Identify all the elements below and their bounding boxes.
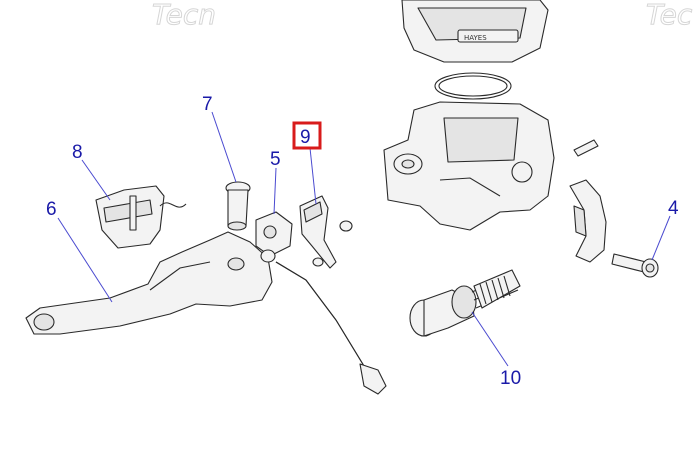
watermark-right: Tec xyxy=(646,0,693,31)
pivot-bolt xyxy=(225,181,251,231)
leader-5 xyxy=(273,167,277,215)
leader-9 xyxy=(309,147,317,205)
callout-7[interactable]: 7 xyxy=(202,94,213,115)
leader-4 xyxy=(651,215,671,261)
watermark-left: Tecn xyxy=(152,0,216,31)
brand-mark: HAYES xyxy=(464,34,487,42)
piston-assembly xyxy=(409,269,521,337)
master-cylinder-cap: HAYES xyxy=(401,0,549,63)
leader-6 xyxy=(57,217,113,303)
clamp-bolt xyxy=(611,253,659,278)
brake-lever xyxy=(25,231,273,335)
switch-bracket xyxy=(299,195,337,269)
handlebar-clamp xyxy=(569,179,607,263)
callout-6[interactable]: 6 xyxy=(46,199,57,220)
callout-9-highlight xyxy=(292,121,322,150)
leader-10 xyxy=(471,311,509,367)
callout-10[interactable]: 10 xyxy=(500,368,521,389)
callout-4[interactable]: 4 xyxy=(668,198,679,219)
adjuster-assembly xyxy=(255,211,293,263)
lever-bracket xyxy=(95,185,187,249)
small-screw xyxy=(312,220,353,267)
small-pin xyxy=(573,139,599,157)
leader-7 xyxy=(211,111,237,183)
o-ring xyxy=(434,72,512,100)
callout-8[interactable]: 8 xyxy=(72,142,83,163)
callout-9[interactable]: 9 xyxy=(300,127,311,148)
master-cylinder-body xyxy=(383,101,555,231)
brake-switch-cable xyxy=(275,261,387,395)
callout-5[interactable]: 5 xyxy=(270,149,281,170)
leader-8 xyxy=(81,159,111,201)
